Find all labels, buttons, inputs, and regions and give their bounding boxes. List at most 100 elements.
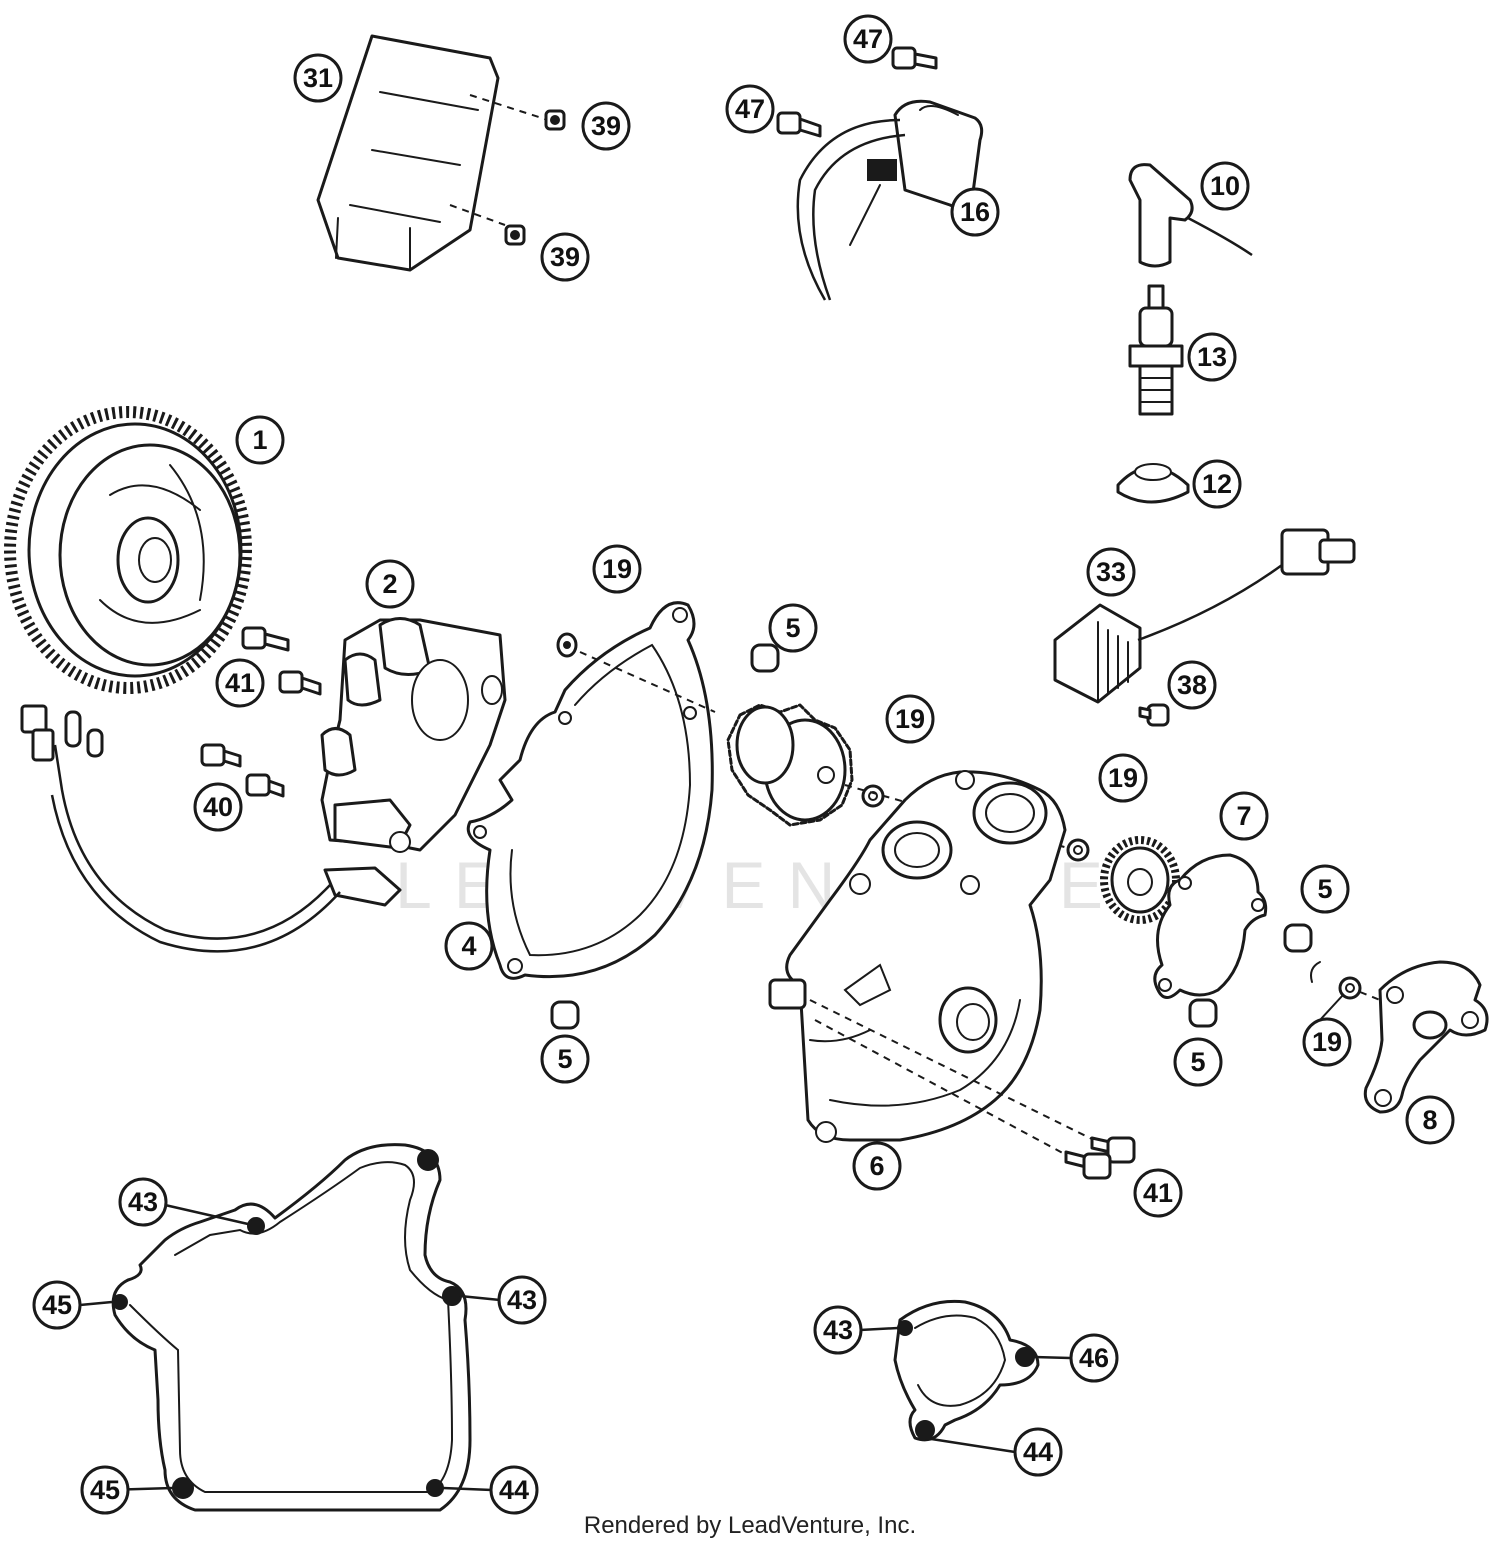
- leader-lines: [79, 994, 1344, 1492]
- svg-text:46: 46: [1079, 1343, 1109, 1373]
- screw: [504, 224, 526, 246]
- washer: [556, 632, 578, 658]
- callout-19: 19: [592, 544, 642, 594]
- callout-44: 44: [489, 1465, 539, 1515]
- spark-plug-cap: [1128, 163, 1253, 268]
- callout-41: 41: [215, 658, 265, 708]
- svg-text:45: 45: [42, 1290, 72, 1320]
- svg-text:8: 8: [1422, 1105, 1437, 1135]
- cover-gasket-small-detail: [893, 1299, 1040, 1442]
- callout-5: 5: [768, 603, 818, 653]
- bolt: [1064, 1150, 1112, 1180]
- callout-19: 19: [885, 694, 935, 744]
- svg-text:40: 40: [203, 792, 233, 822]
- voltage-regulator: [1053, 528, 1356, 704]
- flywheel: [4, 406, 252, 694]
- spark-plug: [1128, 284, 1184, 416]
- callout-43: 43: [497, 1275, 547, 1325]
- svg-text:6: 6: [869, 1151, 884, 1181]
- callout-44: 44: [1013, 1427, 1063, 1477]
- svg-text:16: 16: [960, 197, 990, 227]
- callout-31: 31: [293, 53, 343, 103]
- svg-text:38: 38: [1177, 670, 1207, 700]
- callout-19: 19: [1098, 753, 1148, 803]
- credit-text: Rendered by LeadVenture, Inc.: [583, 1512, 917, 1539]
- bolt: [200, 743, 242, 768]
- idler-gear: [726, 703, 854, 827]
- starter-cover: [1363, 960, 1489, 1114]
- bolt: [891, 46, 938, 70]
- callout-16: 16: [950, 187, 1000, 237]
- bolt: [278, 670, 322, 696]
- callout-45: 45: [32, 1280, 82, 1330]
- svg-text:41: 41: [1143, 1178, 1173, 1208]
- callout-43: 43: [813, 1305, 863, 1355]
- bolt: [776, 111, 822, 138]
- washer: [1066, 838, 1090, 862]
- svg-text:1: 1: [252, 425, 267, 455]
- ignition-cover: [768, 770, 1067, 1143]
- cover-gasket-small: [1153, 853, 1268, 999]
- callout-19: 19: [1302, 1017, 1352, 1067]
- callout-39: 39: [581, 101, 631, 151]
- cdi-unit: [316, 34, 549, 272]
- svg-text:19: 19: [1108, 763, 1138, 793]
- svg-text:43: 43: [823, 1315, 853, 1345]
- svg-text:2: 2: [382, 569, 397, 599]
- callout-7: 7: [1219, 791, 1269, 841]
- spark-plug-seal: [1116, 463, 1190, 504]
- svg-text:5: 5: [1317, 874, 1332, 904]
- svg-text:47: 47: [735, 94, 765, 124]
- callout-40: 40: [193, 782, 243, 832]
- callout-38: 38: [1167, 660, 1217, 710]
- callout-47: 47: [725, 84, 775, 134]
- screw: [544, 109, 566, 131]
- callout-4: 4: [444, 921, 494, 971]
- svg-text:47: 47: [853, 24, 883, 54]
- svg-text:19: 19: [1312, 1027, 1342, 1057]
- svg-text:45: 45: [90, 1475, 120, 1505]
- callout-1: 1: [235, 415, 285, 465]
- callout-8: 8: [1405, 1095, 1455, 1145]
- callout-33: 33: [1086, 547, 1136, 597]
- svg-text:19: 19: [895, 704, 925, 734]
- svg-text:31: 31: [303, 63, 333, 93]
- svg-text:12: 12: [1202, 469, 1232, 499]
- callout-5: 5: [540, 1034, 590, 1084]
- svg-text:10: 10: [1210, 171, 1240, 201]
- svg-text:43: 43: [507, 1285, 537, 1315]
- callout-5: 5: [1173, 1037, 1223, 1087]
- svg-text:5: 5: [1190, 1047, 1205, 1077]
- svg-text:13: 13: [1197, 342, 1227, 372]
- svg-text:43: 43: [128, 1187, 158, 1217]
- bolt: [245, 773, 285, 798]
- svg-text:4: 4: [461, 931, 476, 961]
- callout-10: 10: [1200, 161, 1250, 211]
- callout-43: 43: [118, 1177, 168, 1227]
- washer: [1338, 976, 1362, 1000]
- svg-text:7: 7: [1236, 801, 1251, 831]
- bolt: [241, 626, 290, 652]
- callout-2: 2: [365, 559, 415, 609]
- svg-text:44: 44: [499, 1475, 529, 1505]
- starter-gear: [1100, 836, 1180, 924]
- svg-text:19: 19: [602, 554, 632, 584]
- callout-5: 5: [1300, 864, 1350, 914]
- dowel-pin: [1188, 998, 1218, 1028]
- svg-text:39: 39: [550, 242, 580, 272]
- callout-12: 12: [1192, 459, 1242, 509]
- callout-6: 6: [852, 1141, 902, 1191]
- callout-39: 39: [540, 232, 590, 282]
- svg-text:5: 5: [785, 613, 800, 643]
- dowel-pin: [750, 643, 780, 673]
- svg-text:41: 41: [225, 668, 255, 698]
- cover-gasket: [466, 601, 714, 980]
- circlip: [1310, 961, 1321, 983]
- screw: [1138, 703, 1170, 727]
- dowel-pin: [550, 1000, 580, 1030]
- washer: [861, 784, 885, 808]
- callout-13: 13: [1187, 332, 1237, 382]
- callout-46: 46: [1069, 1333, 1119, 1383]
- dowel-pin: [1283, 923, 1313, 953]
- callout-47: 47: [843, 14, 893, 64]
